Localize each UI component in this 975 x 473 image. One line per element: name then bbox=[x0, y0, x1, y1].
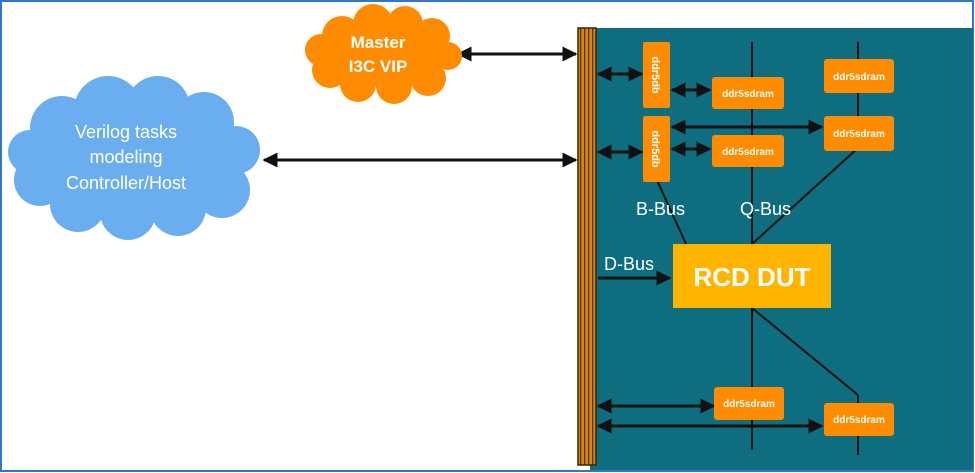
bus-arrows bbox=[262, 46, 824, 434]
host-label-line2: modeling bbox=[89, 147, 162, 167]
db-chip-1: ddr5db bbox=[643, 42, 670, 108]
sdram-chip-bottom-right: ddr5sdram bbox=[824, 403, 894, 436]
sdram-chip-top-right-1: ddr5sdram bbox=[824, 59, 894, 93]
sdram-label: ddr5sdram bbox=[722, 147, 774, 158]
host-label-line1: Verilog tasks bbox=[75, 122, 177, 142]
d-bus-label: D-Bus bbox=[604, 254, 654, 274]
sdram-label: ddr5sdram bbox=[833, 415, 885, 426]
master-label-line2: I3C VIP bbox=[349, 57, 408, 76]
rcd-dut-label: RCD DUT bbox=[694, 262, 811, 292]
host-controller-cloud: Verilog tasks modeling Controller/Host bbox=[8, 76, 260, 240]
q-bus-label: Q-Bus bbox=[740, 199, 791, 219]
db-chip-1-label: ddr5db bbox=[649, 56, 661, 94]
b-bus-label: B-Bus bbox=[636, 199, 685, 219]
sdram-label: ddr5sdram bbox=[833, 72, 885, 83]
sdram-chip-top-left-1: ddr5sdram bbox=[712, 77, 784, 109]
sdram-chip-top-left-2: ddr5sdram bbox=[712, 135, 784, 167]
master-i3c-vip-cloud: Master I3C VIP bbox=[305, 4, 462, 104]
sdram-label: ddr5sdram bbox=[833, 129, 885, 140]
db-chip-2-label: ddr5db bbox=[649, 130, 661, 168]
system-bus bbox=[577, 27, 597, 466]
master-label-line1: Master bbox=[351, 33, 406, 52]
sdram-chip-bottom-left: ddr5sdram bbox=[714, 387, 784, 420]
sdram-label: ddr5sdram bbox=[722, 89, 774, 100]
sdram-label: ddr5sdram bbox=[723, 399, 775, 410]
rcd-dut-block: RCD DUT bbox=[673, 244, 831, 308]
host-label-line3: Controller/Host bbox=[66, 173, 186, 193]
db-chip-2: ddr5db bbox=[643, 116, 670, 182]
sdram-chip-top-right-2: ddr5sdram bbox=[824, 116, 894, 151]
